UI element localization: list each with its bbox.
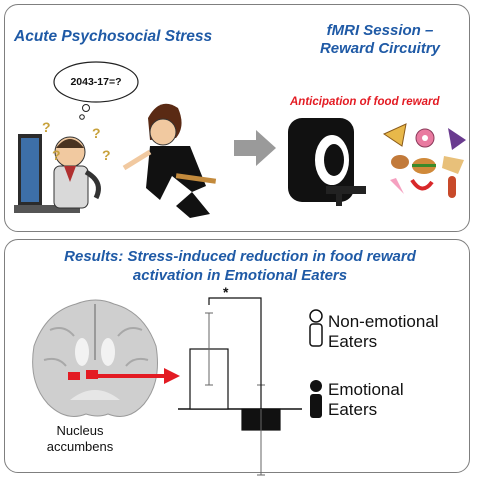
legend-emotional-line1: Emotional [328,380,404,399]
legend-emotional-line2: Eaters [328,400,378,419]
results-title-line2: activation in Emotional Eaters [132,267,348,284]
computer-monitor-icon [14,134,80,213]
svg-text:?: ? [92,125,101,141]
food-icons [382,123,466,198]
legend-emotional: Emotional Eaters [328,380,404,420]
significance-bracket [208,297,262,409]
svg-text:?: ? [52,147,61,163]
hollow-person-icon [309,309,323,347]
legend-non-emotional-line2: Eaters [328,332,378,351]
math-question: 2043-17=? [70,76,122,88]
results-title: Results: Stress-induced reduction in foo… [0,247,480,285]
food-reward-subtitle: Anticipation of food reward [290,96,440,108]
stress-title: Acute Psychosocial Stress [14,28,213,45]
region-label-line2: accumbens [46,439,114,454]
brain-coronal-slice [32,299,158,417]
right-arrow-icon [234,130,276,166]
thought-bubble [53,61,139,120]
legend-non-emotional: Non-emotional Eaters [328,312,439,352]
angry-woman-figure [122,103,217,218]
significance-marker: * [223,284,229,300]
nucleus-accumbens-highlight [68,370,98,380]
pointer-arrow [98,368,180,384]
question-mark-icons: ???? [42,119,111,163]
region-label: Nucleus accumbens [30,423,130,455]
svg-text:?: ? [42,119,51,135]
mri-scanner-icon [288,118,366,206]
fmri-title: fMRI Session – Reward Circuitry [296,22,464,58]
region-label-line1: Nucleus [56,423,104,438]
bar-chart [178,297,302,476]
fmri-title-line1: fMRI Session – [326,22,434,39]
results-title-line1: Results: Stress-induced reduction in foo… [64,248,416,265]
filled-person-icon [310,380,322,418]
svg-text:?: ? [102,147,111,163]
stressed-man-figure [53,136,101,209]
fmri-title-line2: Reward Circuitry [319,40,441,57]
legend-non-emotional-line1: Non-emotional [328,312,439,331]
